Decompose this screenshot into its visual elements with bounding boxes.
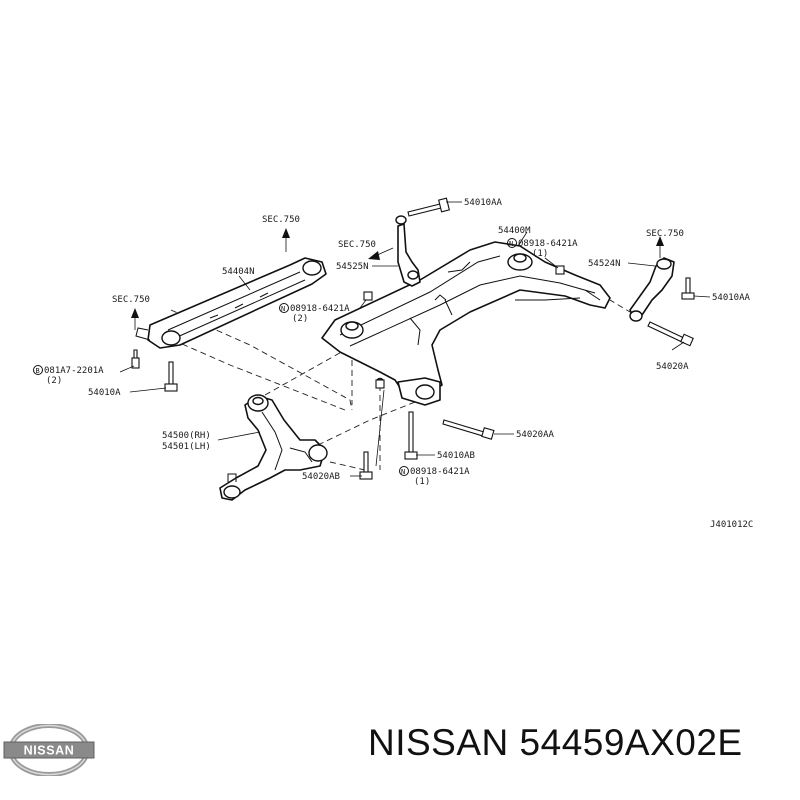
circle-n-top: N bbox=[509, 240, 513, 248]
bolt-54010AA-right bbox=[681, 277, 695, 300]
page-title: NISSAN 54459AX02E bbox=[368, 722, 743, 763]
nissan-logo: NISSAN bbox=[3, 724, 95, 776]
label-sec750-right: SEC.750 bbox=[646, 229, 684, 239]
label-08918-bottom-qty: (1) bbox=[414, 477, 430, 487]
bolt-54020A bbox=[647, 321, 694, 347]
circle-n-left: N bbox=[281, 305, 285, 313]
nut-08918-top bbox=[555, 265, 565, 275]
bolt-54020AB bbox=[359, 451, 373, 480]
label-08918-top-qty: (1) bbox=[532, 249, 548, 259]
label-54524N: 54524N bbox=[588, 259, 621, 269]
label-54501: 54501(LH) bbox=[162, 442, 211, 452]
label-54010AA-top: 54010AA bbox=[464, 198, 503, 208]
bracket-54525N bbox=[395, 215, 421, 287]
label-08918-top: 08918-6421A bbox=[518, 239, 578, 249]
logo-text: NISSAN bbox=[24, 744, 75, 758]
label-54010AA-right: 54010AA bbox=[712, 293, 751, 303]
label-leaders bbox=[119, 201, 711, 477]
label-54020A: 54020A bbox=[656, 362, 689, 372]
label-54525N: 54525N bbox=[336, 262, 369, 272]
label-sec750-center: SEC.750 bbox=[338, 240, 376, 250]
circle-n-icon bbox=[507, 238, 517, 248]
label-54404N: 54404N bbox=[222, 267, 255, 277]
bolt-54010AB bbox=[404, 411, 418, 460]
label-54500: 54500(RH) bbox=[162, 431, 211, 441]
label-54400M: 54400M bbox=[498, 226, 531, 236]
label-08918-bottom: 08918-6421A bbox=[410, 467, 470, 477]
circle-n-bottom: N bbox=[401, 468, 405, 476]
label-081A7-qty: (2) bbox=[46, 376, 62, 386]
link-54524N bbox=[629, 257, 675, 322]
bolt-54020AA bbox=[442, 419, 495, 440]
label-08918-left-qty: (2) bbox=[292, 314, 308, 324]
label-sec750-left-mid: SEC.750 bbox=[112, 295, 150, 305]
circle-n-icon bbox=[279, 303, 289, 313]
circle-b: B bbox=[36, 367, 40, 375]
bolts bbox=[131, 197, 695, 480]
subframe-54400M bbox=[321, 241, 611, 406]
front-rod-54404N bbox=[135, 257, 327, 349]
label-54010AB: 54010AB bbox=[437, 451, 475, 461]
drawing-code: J401012C bbox=[710, 520, 753, 530]
part-labels: SEC.750 SEC.750 SEC.750 SEC.750 54404N N… bbox=[33, 198, 753, 530]
bolt-54010AA-top bbox=[407, 197, 450, 217]
lower-arm-54500 bbox=[219, 394, 328, 501]
circle-b-icon bbox=[33, 365, 43, 375]
label-54020AA: 54020AA bbox=[516, 430, 555, 440]
label-54010A: 54010A bbox=[88, 388, 121, 398]
label-08918-left: 08918-6421A bbox=[290, 304, 350, 314]
nut-081A7 bbox=[131, 349, 140, 369]
section-arrows bbox=[131, 228, 664, 330]
nut-08918-left bbox=[363, 291, 373, 301]
label-54020AB: 54020AB bbox=[302, 472, 340, 482]
bolt-54010A bbox=[164, 361, 178, 392]
label-081A7: 081A7-2201A bbox=[44, 366, 104, 376]
label-sec750-left-top: SEC.750 bbox=[262, 215, 300, 225]
nut-08918-bottom bbox=[375, 379, 385, 389]
circle-n-icon bbox=[399, 466, 409, 476]
